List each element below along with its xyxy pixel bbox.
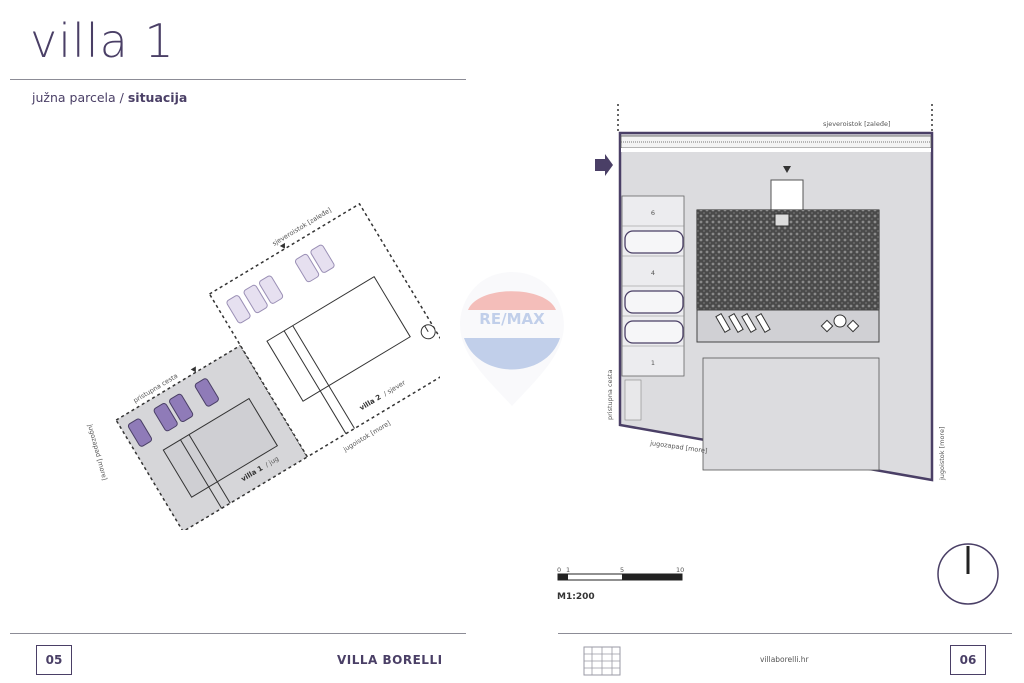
watermark-text: RE/MAX [479,310,545,328]
porch-arrow-icon [783,166,791,173]
brand-name: VILLA BORELLI [337,653,443,667]
scale-tick-1: 1 [566,566,570,574]
subtitle-bold: situacija [127,90,188,105]
footer-divider-right [558,633,1012,634]
villa2-building [266,276,411,402]
left-entry-arrow-2 [279,242,285,249]
parking-number-4: 4 [651,269,655,277]
right-north-label: sjeveroistok [zaleđe] [823,120,891,128]
north-compass-icon [937,543,999,605]
right-cars [624,230,684,344]
scale-tick-10: 10 [676,566,684,574]
entry-porch [770,179,804,211]
villa1-cars [127,378,219,447]
page-subtitle: južna parcela / situacija [32,90,187,105]
scale-tick-0: 0 [557,566,561,574]
right-entry-arrow [595,154,613,176]
scale-tick-5: 5 [620,566,624,574]
subtitle-separator: / [115,90,128,105]
scale-bar: 0 1 5 10 M1:200 [557,566,684,602]
building-logo-icon [583,646,621,676]
villa2-cars [226,244,335,324]
footer-divider-left [10,633,466,634]
left-entry-arrow-1 [190,366,196,373]
left-site-plan: pristupna cesta sjeveroistok [zaleđe] ju… [86,202,440,530]
page-number-left: 05 [36,645,72,675]
scale-label: M1:200 [557,592,595,602]
page-number-right: 06 [950,645,986,675]
garden-area [702,357,880,471]
subtitle-main: južna parcela [32,90,116,105]
parking-number-1: 1 [651,359,655,367]
parking-number-6: 6 [651,209,655,217]
right-road-label: pristupna cesta [606,370,614,420]
remax-watermark: RE/MAX [460,272,564,406]
villa1-building [162,397,279,498]
right-southwest-label: jugozapad [more] [649,439,708,455]
page-title: villa 1 [30,14,175,68]
header-divider [10,79,466,80]
website-url[interactable]: villaborelli.hr [760,655,809,664]
right-site-plan: sjeveroistok [zaleđe] 6 5 4 3 2 1 [595,104,946,482]
right-southeast-label: jugoistok [more] [938,427,946,482]
left-west-label: jugozapad [more] [86,422,109,481]
